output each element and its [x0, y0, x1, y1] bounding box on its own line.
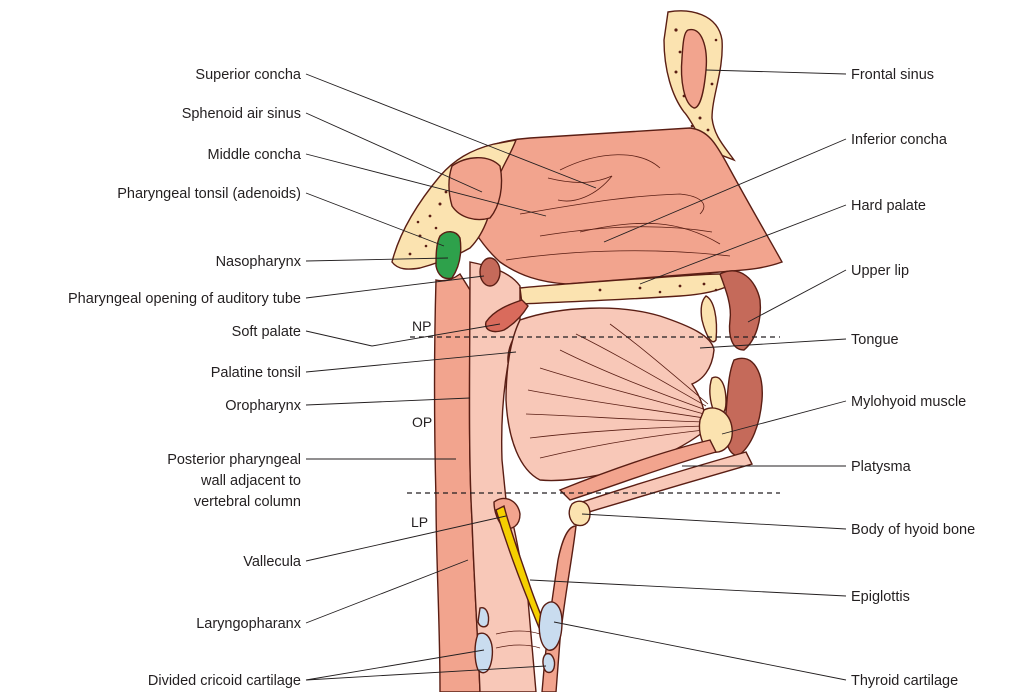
label-tongue: Tongue: [851, 332, 899, 348]
pharyngeal-tonsil: [436, 232, 461, 279]
label-pharyngeal-opening: Pharyngeal opening of auditory tube: [68, 291, 301, 307]
label-oropharynx: Oropharynx: [225, 398, 302, 414]
label-platysma: Platysma: [851, 459, 912, 475]
thyroid-cartilage-shape: [539, 602, 562, 650]
zone-np-label: NP: [412, 318, 431, 334]
label-thyroid-cartilage: Thyroid cartilage: [851, 673, 958, 689]
label-mylohyoid-muscle: Mylohyoid muscle: [851, 394, 966, 410]
cricoid-posterior-upper: [478, 608, 489, 627]
label-posterior-wall-line1: Posterior pharyngeal: [167, 452, 301, 468]
label-epiglottis: Epiglottis: [851, 589, 910, 605]
label-nasopharynx: Nasopharynx: [216, 254, 302, 270]
auditory-tube-opening: [480, 258, 500, 286]
hyoid-bone: [569, 501, 590, 525]
label-vallecula: Vallecula: [243, 554, 302, 570]
zone-lp-label: LP: [411, 514, 428, 530]
label-divided-cricoid: Divided cricoid cartilage: [148, 673, 301, 689]
label-upper-lip: Upper lip: [851, 263, 909, 279]
left-labels: Superior concha Sphenoid air sinus Middl…: [68, 67, 302, 689]
label-frontal-sinus: Frontal sinus: [851, 67, 934, 83]
zone-op-label: OP: [412, 414, 432, 430]
label-posterior-wall-line2: wall adjacent to: [200, 473, 301, 489]
label-pharyngeal-tonsil: Pharyngeal tonsil (adenoids): [117, 186, 301, 202]
upper-lip-tissue: [720, 271, 760, 350]
label-soft-palate: Soft palate: [232, 324, 301, 340]
label-inferior-concha: Inferior concha: [851, 132, 948, 148]
right-labels: Frontal sinus Inferior concha Hard palat…: [851, 67, 975, 689]
label-palatine-tonsil: Palatine tonsil: [211, 365, 301, 381]
label-posterior-wall-line3: vertebral column: [194, 494, 301, 510]
label-laryngopharanx: Laryngopharanx: [196, 616, 302, 632]
label-middle-concha: Middle concha: [208, 147, 302, 163]
label-sphenoid-air-sinus: Sphenoid air sinus: [182, 106, 301, 122]
label-body-of-hyoid: Body of hyoid bone: [851, 522, 975, 538]
label-hard-palate: Hard palate: [851, 198, 926, 214]
cricoid-posterior-lower: [475, 633, 492, 672]
label-superior-concha: Superior concha: [195, 67, 302, 83]
cricoid-anterior: [543, 654, 555, 673]
